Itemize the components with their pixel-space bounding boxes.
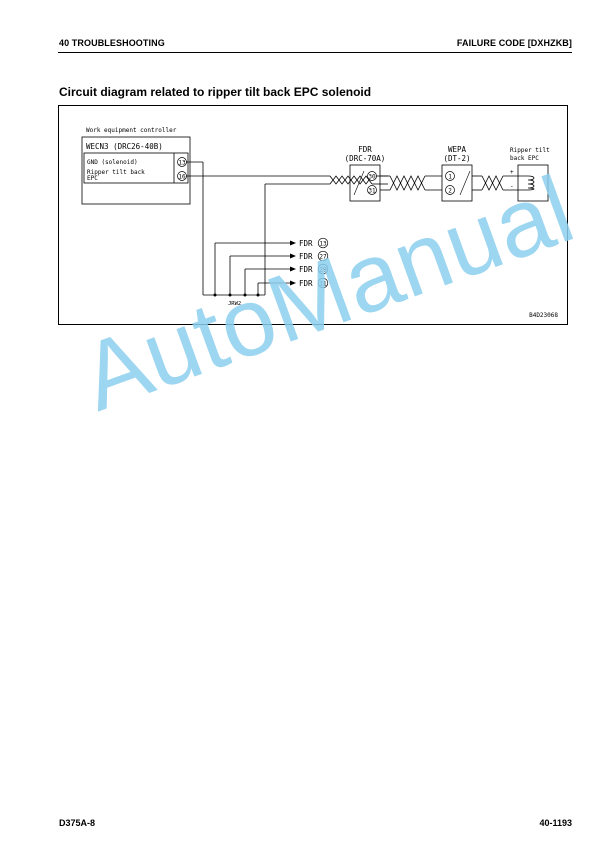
pin-13-number: 13 bbox=[178, 160, 186, 167]
footer-model: D375A-8 bbox=[59, 818, 96, 828]
branch-wires bbox=[203, 242, 290, 296]
header-failure-code: FAILURE CODE [DXHZKB] bbox=[456, 38, 572, 48]
wepa-connector bbox=[441, 164, 473, 202]
header-rule bbox=[58, 52, 572, 53]
pin-13-label: GND (solenoid) bbox=[87, 159, 138, 166]
solenoid-coil-icon bbox=[527, 175, 535, 191]
controller-connector-box bbox=[83, 152, 189, 184]
fdr-pin-30-number: 30 bbox=[368, 174, 376, 181]
controller-box bbox=[81, 136, 191, 205]
wepa-pin-2-number: 2 bbox=[448, 188, 452, 195]
solenoid-label-line2: back EPC bbox=[510, 155, 539, 162]
footer-page-number: 40-1193 bbox=[539, 818, 572, 828]
fdr-ref-1-name: FDR bbox=[299, 239, 313, 248]
header-section: 40 TROUBLESHOOTING bbox=[59, 38, 165, 48]
controller-label: Work equipment controller bbox=[86, 127, 177, 134]
fdr-pin-31 bbox=[367, 185, 377, 195]
pin-16-number: 16 bbox=[178, 174, 186, 181]
fdr-pin-30 bbox=[367, 171, 377, 181]
fdr-ref-2-name: FDR bbox=[299, 252, 313, 261]
page-title: Circuit diagram related to ripper tilt b… bbox=[59, 85, 372, 99]
pin-16-label-line1: Ripper tilt back bbox=[87, 169, 145, 176]
solenoid-plus: + bbox=[510, 169, 514, 176]
fdr-ref-3-pin: 29 bbox=[319, 267, 327, 274]
fdr-pin-31-number: 31 bbox=[368, 188, 376, 195]
circuit-diagram: Work equipment controller WECN3 (DRC26-4… bbox=[58, 105, 568, 325]
junction-label: JRW2 bbox=[228, 301, 241, 307]
pin-16-label-line2: EPC bbox=[87, 175, 98, 182]
wepa-pin-1-number: 1 bbox=[448, 174, 452, 181]
fdr-ref-4-name: FDR bbox=[299, 279, 313, 288]
wepa-pin-2 bbox=[445, 185, 455, 195]
fdr-connector bbox=[349, 164, 381, 202]
fdr-type: (DRC-70A) bbox=[345, 154, 386, 163]
solenoid-minus: - bbox=[510, 183, 514, 190]
arrow-icons bbox=[290, 240, 296, 286]
figure-id: B4D23068 bbox=[529, 312, 558, 319]
fdr-ref-2-pin: 27 bbox=[319, 254, 327, 261]
fdr-ref-4-pin: 11 bbox=[319, 281, 327, 288]
wepa-name: WEPA bbox=[448, 145, 467, 154]
diagram-frame bbox=[58, 105, 568, 325]
controller-connector: WECN3 (DRC26-40B) bbox=[86, 142, 163, 151]
solenoid-label-line1: Ripper tilt bbox=[510, 147, 550, 154]
fdr-ref-1-pin: 13 bbox=[319, 241, 327, 248]
fdr-ref-3-name: FDR bbox=[299, 265, 313, 274]
wepa-type: (DT-2) bbox=[443, 154, 470, 163]
wepa-pin-1 bbox=[445, 171, 455, 181]
junction-dots bbox=[213, 293, 260, 297]
solenoid-box bbox=[517, 164, 549, 202]
fdr-name: FDR bbox=[358, 145, 372, 154]
